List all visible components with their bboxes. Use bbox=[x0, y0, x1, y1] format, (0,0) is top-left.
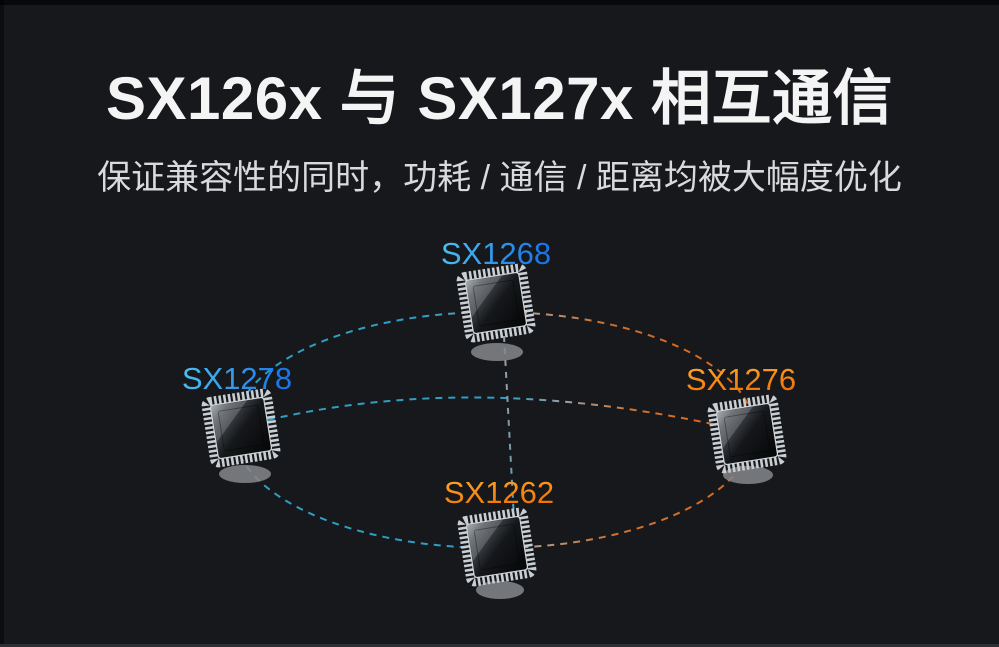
chip-label-sx1268: SX1268 bbox=[440, 236, 552, 271]
page-subtitle: 保证兼容性的同时，功耗 / 通信 / 距离均被大幅度优化 bbox=[97, 159, 902, 197]
chip-icon-sx1276 bbox=[712, 399, 783, 470]
chip-shadow-sx1278 bbox=[219, 465, 271, 483]
chip-shadow-sx1262 bbox=[476, 581, 524, 599]
link-sx1278-sx1276 bbox=[267, 396, 745, 432]
chip-shadow-sx1276 bbox=[723, 466, 773, 484]
chip-label-sx1278: SX1278 bbox=[181, 361, 293, 396]
link-sx1268-sx1276 bbox=[493, 311, 755, 431]
chip-icon-sx1262 bbox=[462, 512, 533, 583]
chip-label-sx1276: SX1276 bbox=[685, 362, 797, 397]
chip-icon-sx1268 bbox=[461, 268, 532, 339]
chip-label-sx1262: SX1262 bbox=[443, 475, 555, 510]
chip-icon-sx1278 bbox=[206, 393, 277, 464]
page-title: SX126x 与 SX127x 相互通信 bbox=[105, 65, 894, 132]
chip-shadow-sx1268 bbox=[471, 343, 523, 361]
